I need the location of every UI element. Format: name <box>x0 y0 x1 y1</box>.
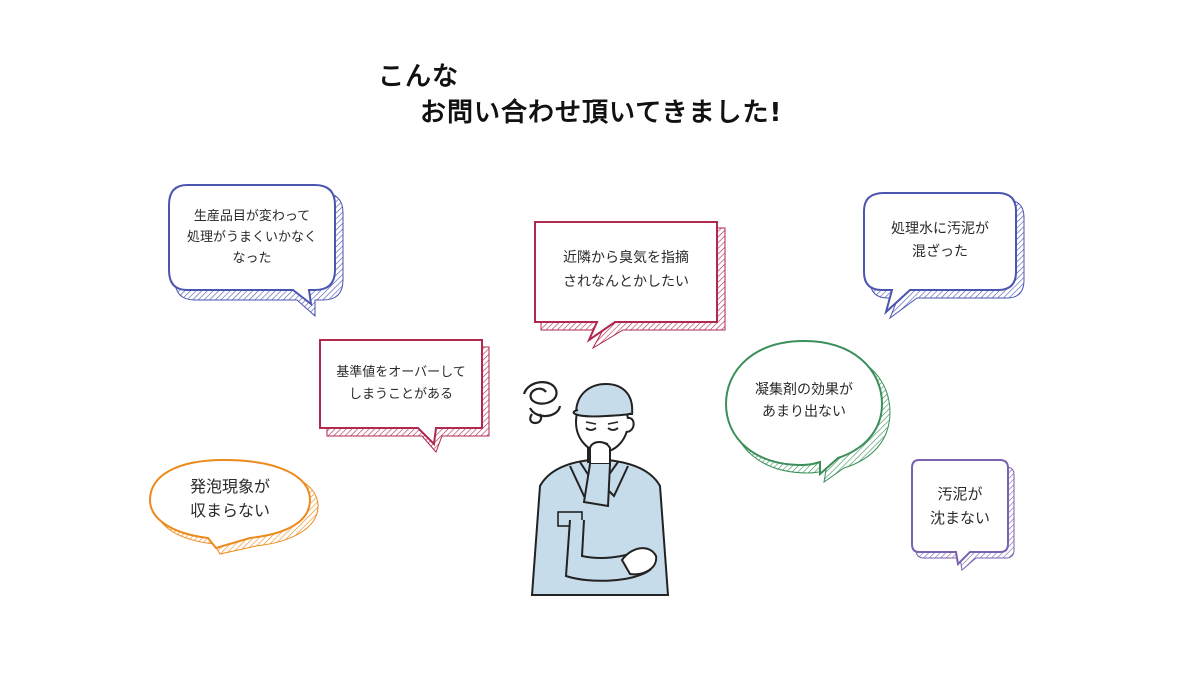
speech-bubble-shape <box>863 192 1025 320</box>
bubble-text-line: あまり出ない <box>762 404 846 420</box>
bubble-text-line: 沈まない <box>929 509 990 527</box>
bubble-text-line: 生産品目が変わって <box>193 209 311 224</box>
page-title-line-2: お問い合わせ頂いてきました! <box>420 98 783 128</box>
bubble-text-line: なった <box>232 251 272 266</box>
bubble-text-line: 基準値をオーバーして <box>336 365 466 380</box>
speech-bubble-shape <box>534 221 726 350</box>
bubble-text-line: されなんとかしたい <box>563 274 689 290</box>
worry-swirl-icon <box>522 381 562 425</box>
speech-bubble-shape <box>911 459 1015 571</box>
speech-bubble-shape <box>319 339 490 453</box>
bubble-text-line: 凝集剤の効果が <box>755 382 853 398</box>
bubble-text-line: 収まらない <box>189 501 270 520</box>
speech-bubble-shape <box>168 184 344 318</box>
bubble-text-line: 発泡現象が <box>189 477 270 496</box>
bubble-text-line: 処理水に汚泥が <box>891 221 989 237</box>
page-title-line-1: こんな <box>378 62 460 92</box>
bubble-text-line: 近隣から臭気を指摘 <box>563 250 689 266</box>
bubble-text-line: 混ざった <box>912 244 968 260</box>
bubble-text-line: しまうことがある <box>348 387 453 402</box>
speech-bubble-shape <box>724 339 891 484</box>
bubble-text-line: 処理がうまくいかなく <box>186 230 317 245</box>
bubble-text-line: 汚泥が <box>937 485 983 503</box>
speech-bubble-shape <box>148 458 319 555</box>
worried-worker-illustration <box>522 381 670 596</box>
